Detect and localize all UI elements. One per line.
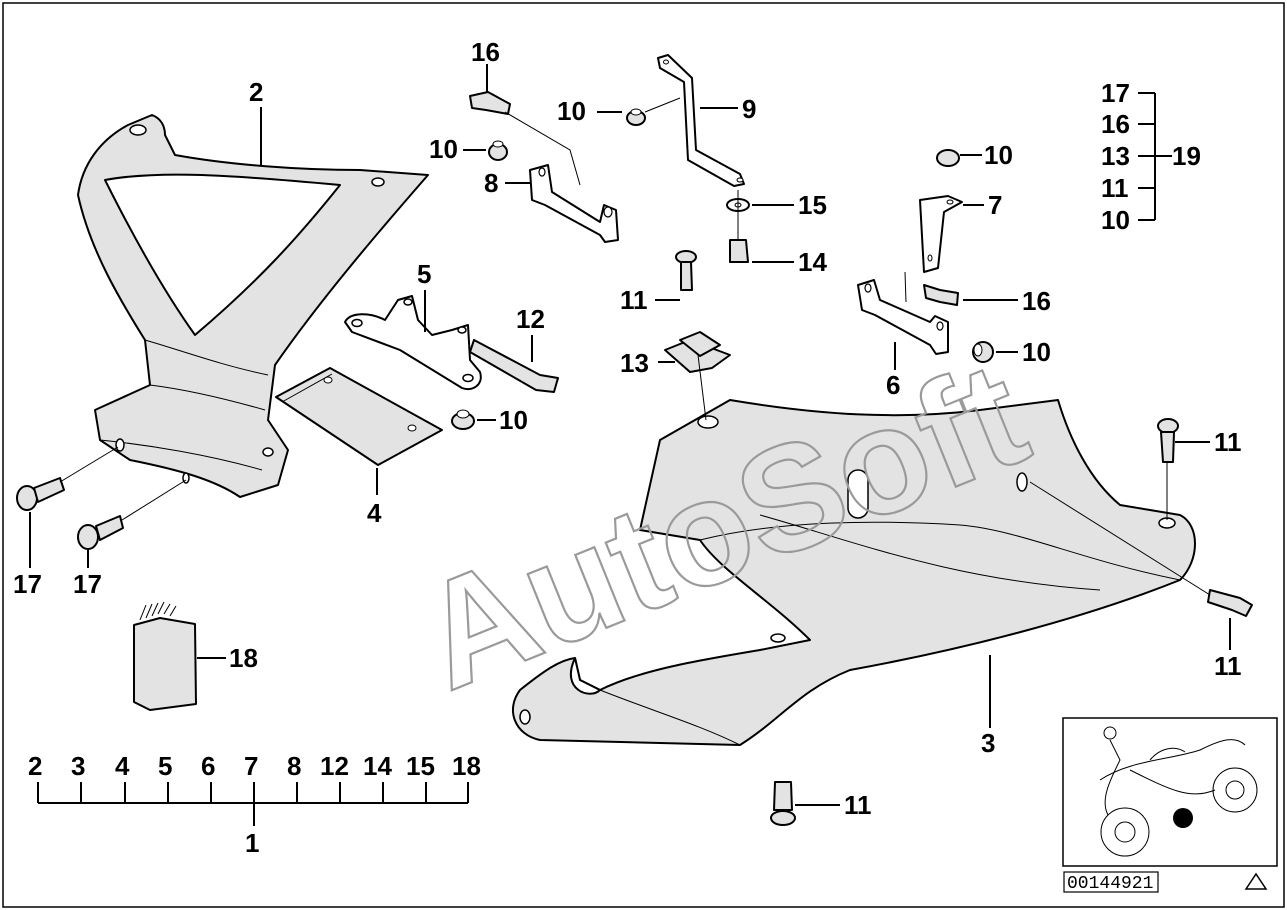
- image-number: 00144921: [1067, 874, 1153, 894]
- triangle-icon: [1244, 872, 1268, 890]
- grommet-10-c[interactable]: [451, 409, 475, 430]
- callout-10-e: 10: [1022, 337, 1051, 367]
- callout-13: 13: [620, 348, 649, 378]
- callout-2: 2: [249, 77, 263, 107]
- location-marker: [1173, 808, 1193, 828]
- callout-11-b: 11: [1214, 427, 1242, 457]
- screw-16-b[interactable]: [923, 284, 959, 306]
- callout-4: 4: [367, 498, 382, 528]
- callout-11-a: 11: [620, 285, 648, 315]
- set1-item: 18: [452, 751, 481, 781]
- callout-6: 6: [886, 370, 900, 400]
- callout-11-d: 11: [844, 790, 872, 820]
- set19-total: 19: [1172, 141, 1201, 171]
- grommet-10-a[interactable]: [626, 108, 646, 126]
- grommet-10-e[interactable]: [972, 341, 994, 363]
- callout-15: 15: [798, 190, 827, 220]
- part-9-bracket[interactable]: [657, 54, 745, 187]
- callout-17-a: 17: [13, 569, 42, 599]
- set1-item: 7: [244, 751, 258, 781]
- set19-item: 13: [1101, 141, 1130, 171]
- callout-10-d: 10: [984, 140, 1013, 170]
- grommet-10-d[interactable]: [936, 149, 960, 167]
- grommet-10-b[interactable]: [488, 140, 508, 161]
- callout-8: 8: [484, 168, 498, 198]
- screw-11-a[interactable]: [675, 250, 697, 291]
- part-3-lower-fairing[interactable]: [511, 399, 1196, 746]
- set1-item: 2: [28, 751, 42, 781]
- set1-item: 12: [320, 751, 349, 781]
- part-6-bracket[interactable]: [857, 279, 949, 355]
- screw-16-a[interactable]: [469, 91, 511, 115]
- set1-item: 14: [363, 751, 392, 781]
- leader-lines: [29, 64, 1231, 826]
- part-8-bracket[interactable]: [529, 164, 619, 243]
- callout-9: 9: [742, 94, 756, 124]
- screw-11-c[interactable]: [1207, 589, 1253, 617]
- callout-10-b: 10: [429, 134, 458, 164]
- part-7-bracket[interactable]: [919, 195, 963, 273]
- part-5-bracket[interactable]: [344, 295, 482, 391]
- screw-11-b[interactable]: [1157, 418, 1179, 463]
- clip-nut-13[interactable]: [664, 331, 731, 373]
- set1-item: 6: [201, 751, 215, 781]
- set19-item: 10: [1101, 205, 1130, 235]
- callout-17-b: 17: [73, 569, 102, 599]
- location-thumbnail: [1062, 717, 1278, 867]
- bolt-14[interactable]: [729, 239, 749, 263]
- bolt-12[interactable]: [469, 339, 559, 393]
- set1-item: 8: [287, 751, 301, 781]
- callout-16-b: 16: [1022, 286, 1051, 316]
- set1-item: 4: [115, 751, 130, 781]
- callout-5: 5: [417, 259, 431, 289]
- set1-total: 1: [245, 828, 259, 858]
- callout-10-a: 10: [557, 96, 586, 126]
- callout-11-c: 11: [1214, 651, 1242, 681]
- callout-7: 7: [988, 190, 1002, 220]
- assembly-lines: [59, 97, 1211, 596]
- screw-17-a[interactable]: [16, 477, 65, 511]
- callout-16-a: 16: [471, 37, 500, 67]
- image-number-box: [1063, 871, 1159, 893]
- screw-11-d[interactable]: [770, 781, 796, 826]
- set1-item: 5: [158, 751, 172, 781]
- part-4-plate[interactable]: [275, 367, 443, 466]
- manual-18[interactable]: [133, 601, 197, 711]
- callout-10-c: 10: [499, 405, 528, 435]
- set19-item: 16: [1101, 109, 1130, 139]
- screw-17-b[interactable]: [77, 515, 124, 550]
- set1-item: 3: [71, 751, 85, 781]
- set1-item: 15: [406, 751, 435, 781]
- callout-3: 3: [981, 728, 995, 758]
- set19-item: 17: [1101, 78, 1130, 108]
- callout-12: 12: [516, 304, 545, 334]
- set19-item: 11: [1101, 173, 1129, 203]
- part-2-side-panel[interactable]: [77, 114, 429, 498]
- callout-18: 18: [229, 643, 258, 673]
- callout-14: 14: [798, 247, 827, 277]
